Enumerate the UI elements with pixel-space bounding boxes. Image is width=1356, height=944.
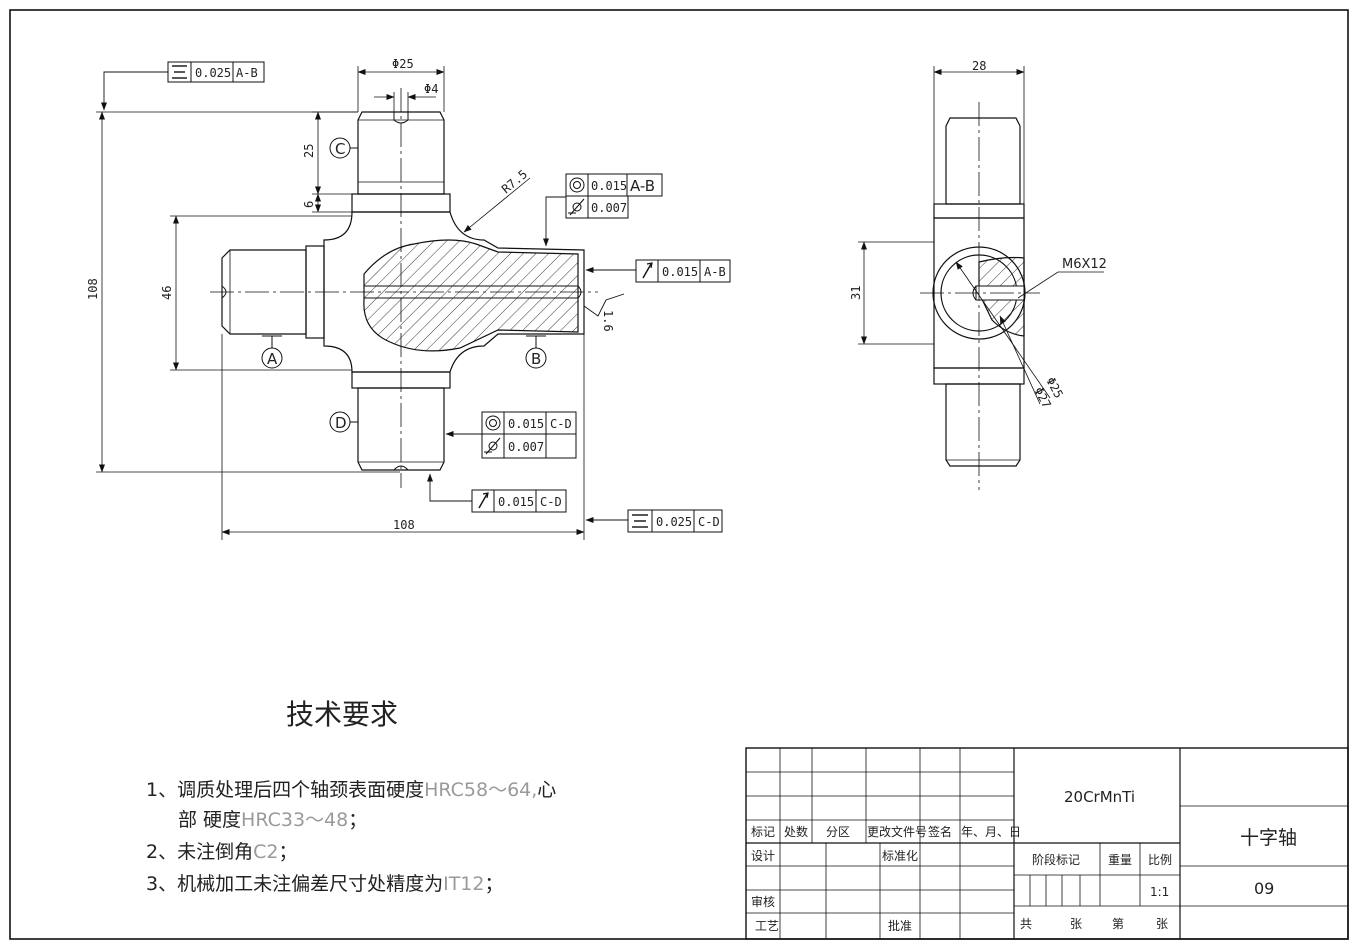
fcf-symmetry-cd-datum: C-D — [698, 515, 720, 529]
fcf-runout-ab-datum: A-B — [704, 265, 726, 279]
datum-c-symbol — [329, 137, 359, 159]
tb-weight: 重量 — [1108, 853, 1132, 867]
fcf-concentricity-ab-datum: A-B — [630, 177, 655, 195]
fcf-symmetry-cd — [627, 509, 723, 533]
dim-46-vertical: 46 — [160, 286, 174, 300]
tb-col-count: 处数 — [784, 824, 808, 839]
tb-process: 工艺 — [755, 919, 779, 933]
fcf-symmetry-ab-value: 0.025 — [195, 66, 231, 80]
tech-req-3-text: 2、未注倒角 — [146, 841, 253, 863]
dim-phi4: Φ4 — [424, 82, 438, 96]
fcf-concentricity-ab-value: 0.015 — [591, 179, 627, 193]
fcf-concentricity-cd — [481, 411, 577, 459]
tech-req-1-value: HRC58～64, — [424, 779, 537, 801]
tb-col-signature: 签名 — [928, 824, 952, 839]
tech-req-1-suffix: 心 — [537, 779, 556, 801]
side-thread-callout: M6X12 — [1062, 257, 1107, 272]
dim-phi25-top: Φ25 — [392, 57, 414, 71]
tb-sheet-unit: 张 — [1070, 917, 1082, 931]
fcf-runout-ab — [635, 259, 731, 283]
tech-req-title: 技术要求 — [286, 698, 398, 731]
drawing-border — [9, 9, 1349, 940]
fcf-cylindricity-ab-value: 0.007 — [591, 201, 627, 215]
dim-108-horizontal: 108 — [393, 518, 415, 532]
tech-req-line-2: 部 硬度HRC33～48； — [178, 809, 367, 831]
tb-sheet-no: 第 — [1112, 917, 1124, 931]
dim-25-vertical: 25 — [302, 144, 316, 158]
tb-drawing-no: 09 — [1254, 879, 1274, 898]
fcf-symmetry-ab — [167, 61, 265, 83]
title-block — [745, 747, 1349, 940]
fcf-runout-cd — [471, 489, 567, 513]
tb-scale-label: 比例 — [1148, 853, 1172, 867]
fcf-leaders — [101, 71, 636, 523]
fcf-runout-cd-datum: C-D — [540, 495, 562, 509]
datum-b-symbol — [525, 335, 547, 369]
side-dim-28: 28 — [972, 59, 986, 73]
tech-req-4-suffix: ； — [484, 873, 503, 895]
fcf-concentricity-cd-value: 0.015 — [508, 417, 544, 431]
tech-req-line-1: 1、调质处理后四个轴颈表面硬度HRC58～64,心 — [146, 779, 556, 801]
tb-sheet-unit-2: 张 — [1156, 917, 1168, 931]
tb-scale-value: 1:1 — [1150, 885, 1169, 899]
sectioned-area — [363, 239, 579, 352]
datum-d-symbol — [329, 411, 359, 433]
datum-d-label: D — [335, 414, 347, 432]
tb-design: 设计 — [751, 849, 775, 863]
tech-req-2-text: 部 硬度 — [178, 809, 241, 831]
tech-req-2-value: HRC33～48 — [241, 809, 348, 831]
side-dim-31: 31 — [849, 286, 863, 300]
tb-standardization: 标准化 — [882, 849, 918, 863]
tech-req-1-text: 1、调质处理后四个轴颈表面硬度 — [146, 779, 424, 801]
tech-req-3-value: C2 — [253, 841, 278, 863]
tb-review: 审核 — [751, 894, 775, 909]
side-top-journal — [945, 117, 1021, 205]
fcf-cylindricity-cd-value: 0.007 — [508, 440, 544, 454]
roughness-symbol — [583, 293, 625, 317]
tech-req-3-suffix: ； — [278, 841, 297, 863]
fcf-runout-ab-value: 0.015 — [662, 265, 698, 279]
roughness-value: 1.6 — [601, 310, 615, 332]
datum-a-label: A — [267, 350, 278, 368]
fcf-symmetry-cd-value: 0.025 — [656, 515, 692, 529]
fcf-symmetry-ab-datum: A-B — [236, 66, 258, 80]
tech-req-4-value: IT12 — [443, 873, 484, 895]
tb-stage-mark: 阶段标记 — [1032, 852, 1080, 867]
datum-c-label: C — [335, 140, 345, 158]
fcf-concentricity-ab — [565, 173, 663, 219]
tb-col-change-doc: 更改文件号 — [867, 824, 927, 839]
tb-col-zone: 分区 — [826, 825, 850, 839]
dim-6-vertical: 6 — [302, 201, 316, 208]
tech-req-line-4: 3、机械加工未注偏差尺寸处精度为IT12； — [146, 873, 504, 895]
tech-req-2-suffix: ； — [348, 809, 367, 831]
tb-col-mark: 标记 — [751, 825, 775, 839]
tb-total: 共 — [1020, 917, 1032, 931]
fcf-concentricity-cd-datum: C-D — [550, 417, 572, 431]
datum-a-symbol — [261, 335, 283, 369]
front-view-centerlines — [210, 88, 598, 488]
dim-108-vertical: 108 — [86, 278, 100, 300]
tech-req-4-text: 3、机械加工未注偏差尺寸处精度为 — [146, 873, 443, 895]
side-bottom-journal — [945, 383, 1021, 467]
fcf-runout-cd-value: 0.015 — [498, 495, 534, 509]
datum-b-label: B — [531, 350, 541, 368]
side-view-centerlines — [920, 102, 1040, 490]
side-view-dimensions — [858, 66, 1104, 405]
tb-material: 20CrMnTi — [1064, 788, 1135, 806]
front-view-dimensions — [96, 66, 585, 540]
tech-req-line-3: 2、未注倒角C2； — [146, 841, 297, 863]
tb-approve: 批准 — [888, 918, 912, 933]
tb-col-date: 年、月、日 — [961, 825, 1021, 839]
tb-part-name: 十字轴 — [1240, 827, 1297, 849]
